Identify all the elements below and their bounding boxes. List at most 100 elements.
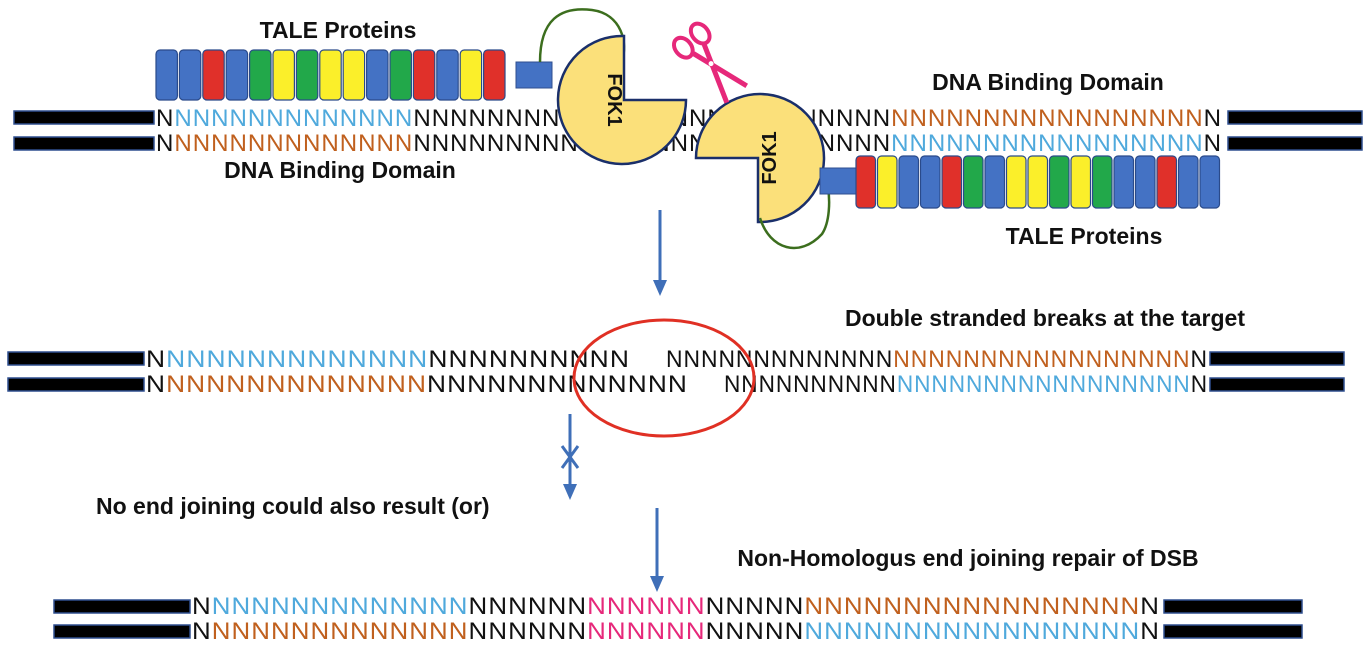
dna-end-right-top — [1227, 110, 1363, 125]
tale-proteins-label-right: TALE Proteins — [1006, 223, 1163, 249]
dna-end-left-top-3 — [53, 599, 191, 614]
tale-repeat-module — [459, 49, 483, 101]
tale-repeat-module — [295, 49, 319, 101]
sequence-segment: NNNNNNNNNNNNN — [174, 105, 413, 132]
break-site-ring — [572, 318, 756, 438]
fok1-left-shape — [556, 34, 688, 166]
sequence-segment: NNNNNNNNNNNNN — [212, 593, 469, 620]
dna-end-right-top-3 — [1163, 599, 1303, 614]
tale-repeat-module — [389, 49, 412, 101]
dna-end-right-bottom-2 — [1209, 377, 1345, 392]
tale-repeat-module — [876, 155, 898, 209]
tale-repeat-module — [483, 49, 506, 101]
sequence-segment: N — [146, 371, 166, 398]
dna-strand-top-1: NNNNNNNNNNNNNNNNNNNNNNNNNNNNNNNNNNNNNNNN… — [156, 105, 1222, 132]
tale-repeat-module — [1177, 155, 1199, 209]
dna-end-left-bottom-3 — [53, 624, 191, 639]
tale-protein-right — [855, 155, 1221, 209]
tale-repeat-module — [962, 155, 984, 209]
tale-repeat-module — [941, 155, 963, 209]
tale-repeat-module — [1156, 155, 1178, 209]
dna-end-right-bottom-3 — [1163, 624, 1303, 639]
dna-binding-domain-label-left: DNA Binding Domain — [224, 157, 456, 183]
sequence-segment: NNNNNNNNNNNNN — [166, 346, 428, 373]
tale-repeat-module — [1134, 155, 1156, 209]
sequence-segment: NNNNNNNNNNNNNNNNN — [891, 130, 1203, 157]
tale-protein-left — [155, 49, 506, 101]
dna-strand-top-2-right: NNNNNNNNNNNNNNNNNNNNNNNNNNNNNNN — [666, 346, 1208, 373]
sequence-segment: NNNNNN — [587, 593, 706, 620]
tale-repeat-module — [272, 49, 295, 101]
fok1-right-label: FOK1 — [759, 131, 781, 184]
tale-repeat-module — [1113, 155, 1135, 209]
tale-repeat-module — [984, 155, 1006, 209]
sequence-segment: NNNNNN — [469, 593, 588, 620]
tale-repeat-module — [855, 155, 877, 209]
tale-repeat-module — [436, 49, 459, 101]
sequence-segment: NNNNNNNNNNNNN — [174, 130, 413, 157]
tale-repeat-module — [1070, 155, 1092, 209]
scissors-icon — [671, 21, 749, 104]
dna-end-left-bottom-2 — [7, 377, 145, 392]
tale-repeat-module — [319, 49, 342, 101]
no-end-joining-label: No end joining could also result (or) — [96, 493, 490, 519]
sequence-segment: NNNNNNNNNNNNNNNNN — [804, 593, 1140, 620]
tale-repeat-module — [919, 155, 941, 209]
dna-end-right-top-2 — [1209, 351, 1345, 366]
sequence-segment: NNNNNNNNNNNNNNNNN — [804, 618, 1140, 645]
sequence-segment: NNNNN — [706, 618, 805, 645]
dna-strand-bottom-2-right: NNNNNNNNNNNNNNNNNNNNNNNNNNNN — [724, 371, 1208, 398]
dna-end-right-bottom — [1227, 136, 1363, 151]
dna-end-left-top — [13, 110, 155, 125]
tale-repeat-module — [366, 49, 389, 101]
tale-repeat-module — [1048, 155, 1070, 209]
nhej-label: Non-Homologus end joining repair of DSB — [737, 545, 1198, 571]
sequence-segment: N — [192, 593, 212, 620]
sequence-segment: N — [1204, 105, 1222, 132]
sequence-segment: NNNNNNNNNNNNNNNNN — [897, 371, 1191, 398]
blocked-x-icon — [560, 445, 580, 469]
tale-repeat-module — [249, 49, 272, 101]
sequence-segment: N — [1191, 371, 1208, 398]
arrow-to-nhej-head — [650, 576, 664, 592]
sequence-segment: NNNNNNNNNNNNNNNNN — [893, 346, 1190, 373]
tale-repeat-module — [412, 49, 436, 101]
sequence-segment: NNNNNNNNNN — [428, 346, 630, 373]
tale-repeat-module — [225, 49, 249, 101]
tale-proteins-label-left: TALE Proteins — [260, 17, 417, 43]
tale-linker-left — [515, 61, 553, 89]
dna-end-left-top-2 — [7, 351, 145, 366]
tale-repeat-module — [155, 49, 178, 101]
sequence-segment: NNNNNNNNNNNNNNNNN — [891, 105, 1203, 132]
tale-repeat-module — [342, 49, 366, 101]
sequence-segment: NNNNNNNNNNNNN — [427, 371, 688, 398]
sequence-segment: NNNNNNNNNNNNN — [166, 371, 427, 398]
sequence-segment: N — [1140, 618, 1160, 645]
fok1-left-label: FOK1 — [603, 73, 625, 126]
dna-strand-bottom-1: NNNNNNNNNNNNNNNNNNNNNNNNNNNNNNNNNNNNNNNN… — [156, 130, 1222, 157]
sequence-segment: N — [192, 618, 212, 645]
sequence-segment: NNNNNNNNNNNNN — [212, 618, 469, 645]
tale-repeat-module — [202, 49, 225, 101]
sequence-segment: N — [156, 105, 174, 132]
tale-linker-right — [819, 167, 857, 195]
tale-repeat-module — [898, 155, 920, 209]
tale-repeat-module — [178, 49, 202, 101]
sequence-segment: NNNNN — [706, 593, 805, 620]
arrow-no-end-joining-head — [563, 484, 577, 500]
dsb-label: Double stranded breaks at the target — [845, 305, 1245, 331]
tale-repeat-module — [1199, 155, 1221, 209]
tale-repeat-module — [1091, 155, 1113, 209]
dna-binding-domain-label-right: DNA Binding Domain — [932, 69, 1164, 95]
linker-curve-right — [758, 187, 831, 250]
sequence-segment: N — [146, 346, 166, 373]
arrow-to-dsb-head — [653, 280, 667, 296]
sequence-segment: NNNNNN — [469, 618, 588, 645]
sequence-segment: N — [1204, 130, 1222, 157]
tale-repeat-module — [1005, 155, 1027, 209]
